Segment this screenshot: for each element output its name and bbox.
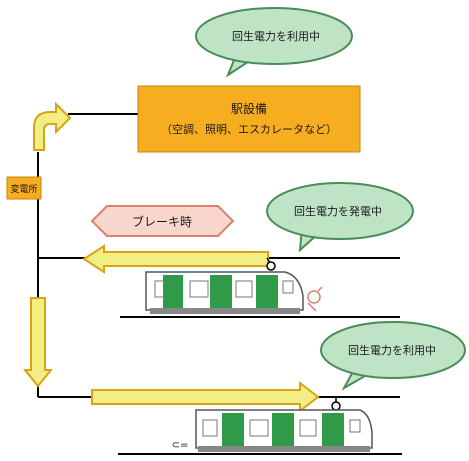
station-facilities-box: 駅設備 （空調、照明、エスカレータなど） (137, 85, 361, 153)
train-accelerating-door-1 (222, 413, 244, 448)
right-arrow-lower (91, 380, 320, 414)
train-braking-cab-window (282, 280, 294, 294)
speech-bubble-bottom: 回生電力を利用中 (320, 321, 466, 391)
substation-label-rect (6, 176, 42, 200)
train-accelerating-door-2 (272, 413, 294, 448)
brake-label: ブレーキ時 (90, 205, 235, 237)
substation-label: 変電所 (6, 176, 42, 200)
train-accelerating-window-3 (299, 419, 317, 437)
down-arrow (22, 297, 54, 388)
speech-bubble-middle-shape (266, 182, 414, 240)
station-box-line2: （空調、照明、エスカレータなど） (161, 122, 337, 136)
train-braking (145, 257, 323, 314)
brake-hexagon (90, 205, 235, 237)
train-braking-window-3 (235, 280, 253, 298)
train-accelerating-underframe (198, 446, 370, 452)
train-accelerating-motion-mark: ⊂= (172, 440, 189, 451)
train-braking-window-2 (189, 280, 209, 298)
train-accelerating-door-3 (322, 413, 344, 448)
train-accelerating-cab-window (349, 419, 361, 433)
station-box-line1: 駅設備 (231, 101, 267, 116)
train-accelerating-window-1 (202, 419, 218, 437)
left-arrow-upper (82, 244, 269, 274)
substation-label-text: 変電所 (10, 183, 37, 195)
speech-bubble-top-text: 回生電力を利用中 (232, 29, 320, 43)
brake-label-text: ブレーキ時 (132, 214, 192, 229)
train-accelerating-pantograph-head (331, 401, 341, 411)
train-accelerating: ⊂= (172, 397, 373, 452)
speech-bubble-middle: 回生電力を発電中 (266, 182, 414, 253)
brake-spark-icon (307, 286, 323, 312)
train-accelerating-window-2 (249, 419, 269, 437)
train-braking-pantograph-head (266, 261, 276, 271)
train-braking-door-1 (163, 275, 183, 309)
train-braking-underframe (150, 308, 300, 314)
speech-bubble-top-shape (195, 7, 353, 65)
speech-bubble-top: 回生電力を利用中 (195, 7, 353, 78)
train-braking-door-2 (210, 275, 232, 309)
speech-bubble-bottom-text: 回生電力を利用中 (348, 343, 436, 357)
station-box-rect (137, 85, 361, 153)
speech-bubble-middle-text: 回生電力を発電中 (294, 204, 382, 218)
curved-up-arrow (33, 101, 72, 151)
train-braking-door-3 (256, 275, 278, 309)
